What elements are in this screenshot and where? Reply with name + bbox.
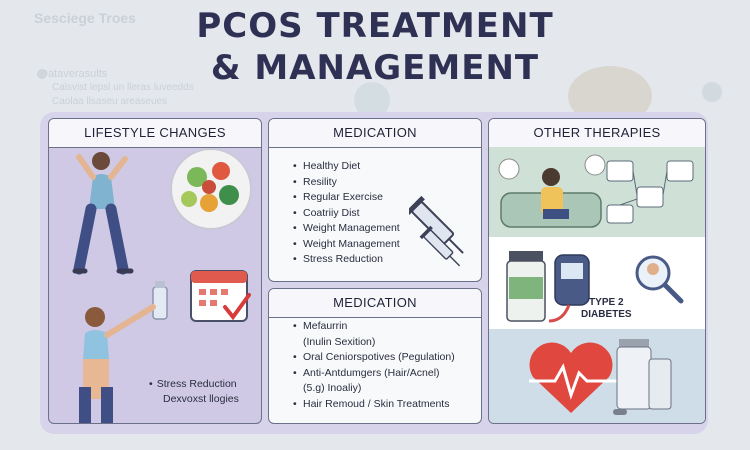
list-item: •Hair Remoud / Skin Treatments — [293, 397, 450, 410]
lifestyle-panel: LIFESTYLE CHANGES — [48, 118, 262, 424]
list-item: (Inulin Sexition) — [303, 335, 376, 348]
calendar-icon — [190, 270, 251, 322]
list-item: •Coatriiy Dist — [293, 206, 360, 219]
list-item: •Anti-Antdumgers (Hair/Acnel) — [293, 366, 440, 379]
list-item: (5.g) Inoaliy) — [303, 382, 362, 394]
medication-panel-2: MEDICATION •Mefaurrin (Inulin Sexition) … — [268, 288, 482, 424]
other-therapies-panel-title: OTHER THERAPIES — [489, 119, 705, 148]
therapy-session-section — [489, 147, 705, 238]
list-item: •Mefaurrin — [293, 320, 348, 332]
lifestyle-list: •Stress Reduction Dexvoxst llogies — [149, 377, 239, 407]
diabetes-monitoring-section: TYPE 2 DIABETES — [489, 237, 705, 330]
heart-health-illustration — [529, 339, 672, 415]
heart-health-section — [489, 329, 705, 423]
page-title-line-2: & MANAGEMENT — [210, 48, 540, 88]
syringe-icon — [409, 195, 464, 267]
medication-panel-1: MEDICATION •Healthy Diet •Resility •Regu… — [268, 118, 482, 282]
list-item: •Healthy Diet — [293, 160, 361, 172]
list-item: •Resility — [293, 175, 337, 188]
diabetes-label-line-1: TYPE 2 — [589, 297, 624, 308]
exercising-woman-icon — [72, 152, 134, 275]
list-item: •Oral Ceniorspotives (Pegulation) — [293, 351, 455, 363]
water-bottle-icon — [152, 281, 168, 320]
lifestyle-panel-title: LIFESTYLE CHANGES — [49, 119, 261, 148]
diabetes-illustration — [506, 251, 684, 323]
list-item: Dexvoxst llogies — [163, 393, 239, 405]
medication-2-list: •Mefaurrin (Inulin Sexition) •Oral Cenio… — [289, 319, 455, 412]
therapy-illustration — [498, 154, 694, 228]
faded-heading: Sesciege Troes — [34, 10, 136, 26]
other-therapies-panel: OTHER THERAPIES — [488, 118, 706, 424]
list-item: •Stress Reduction — [149, 378, 237, 390]
heart-icon — [529, 342, 613, 413]
healthy-food-plate-icon — [170, 148, 252, 230]
medicine-bottles-icon — [613, 339, 672, 415]
medication-1-list: •Healthy Diet •Resility •Regular Exercis… — [289, 159, 400, 268]
page-title-line-1: PCOS TREATMENT — [196, 6, 554, 46]
diabetes-label-line-2: DIABETES — [581, 309, 632, 320]
list-item: •Stress Reduction — [293, 253, 383, 265]
list-item: •Weight Management — [293, 237, 400, 250]
woman-with-bottle-icon — [79, 304, 156, 423]
faded-line: Calsvist lepsl un lleras luveedds — [52, 82, 194, 93]
glucose-meter-icon — [548, 254, 590, 323]
list-item: •Regular Exercise — [293, 191, 383, 203]
faded-line: Dataverasults — [40, 68, 108, 80]
medication-panel-2-title: MEDICATION — [269, 289, 481, 318]
magnifier-icon — [635, 255, 684, 304]
faded-line: Caolaa llsaseu areaseues — [52, 96, 168, 107]
list-item: •Weight Management — [293, 222, 400, 234]
pill-bottle-icon — [506, 251, 546, 322]
medication-panel-1-title: MEDICATION — [269, 119, 481, 148]
lifestyle-illustration — [72, 148, 252, 423]
diabetes-label: TYPE 2 DIABETES — [581, 297, 632, 321]
